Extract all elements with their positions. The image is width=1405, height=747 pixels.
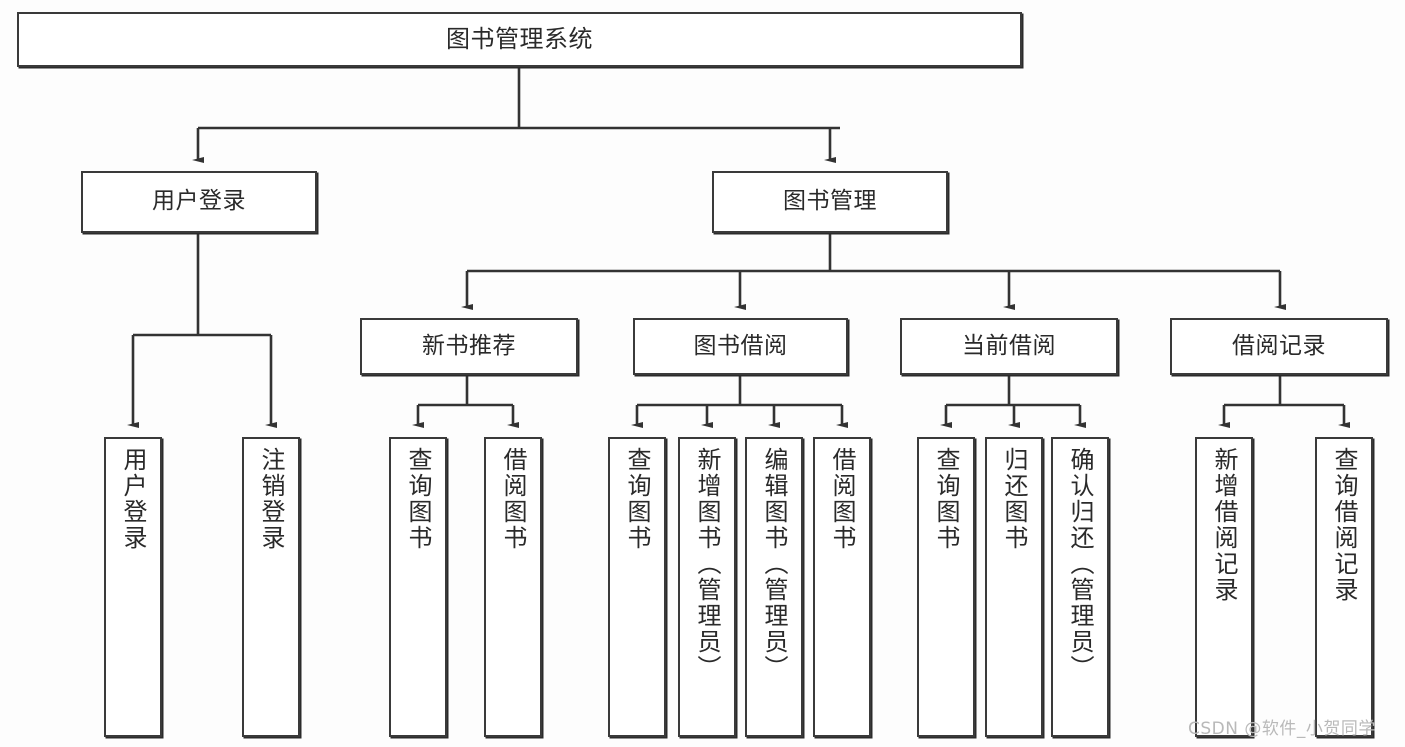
leaf-current-return-book[interactable]: 归还图书 <box>985 437 1043 737</box>
node-label: 查询借阅记录 <box>1330 447 1358 603</box>
node-label: 借阅图书 <box>499 447 527 551</box>
leaf-borrow-query-book[interactable]: 查询图书 <box>608 437 666 737</box>
node-label: 图书管理 <box>783 188 877 215</box>
leaf-user-login-login[interactable]: 用户登录 <box>104 437 162 737</box>
leaf-current-confirm-return-admin[interactable]: 确认归还（管理员） <box>1051 437 1109 737</box>
node-book-borrow[interactable]: 图书借阅 <box>633 318 848 375</box>
node-user-login[interactable]: 用户登录 <box>81 171 317 233</box>
node-label: 新增借阅记录 <box>1210 447 1238 603</box>
node-label: 借阅图书 <box>828 447 856 551</box>
leaf-current-query-book[interactable]: 查询图书 <box>917 437 975 737</box>
node-label: 当前借阅 <box>962 332 1056 359</box>
leaf-recommend-query-book[interactable]: 查询图书 <box>389 437 447 737</box>
node-label: 查询图书 <box>404 447 432 551</box>
node-label: 图书借阅 <box>693 332 788 359</box>
leaf-record-add-borrow-record[interactable]: 新增借阅记录 <box>1195 437 1253 737</box>
leaf-borrow-add-book-admin[interactable]: 新增图书（管理员） <box>678 437 736 737</box>
node-label: 归还图书 <box>1000 447 1028 551</box>
leaf-user-login-logout[interactable]: 注销登录 <box>242 437 300 737</box>
node-label: 用户登录 <box>152 188 246 215</box>
node-root-system[interactable]: 图书管理系统 <box>17 12 1022 67</box>
node-borrow-record[interactable]: 借阅记录 <box>1170 318 1388 375</box>
node-label: 新书推荐 <box>422 332 516 359</box>
node-label: 确认归还（管理员） <box>1066 447 1094 681</box>
node-label: 借阅记录 <box>1232 332 1326 359</box>
node-label: 编辑图书（管理员） <box>760 447 788 681</box>
leaf-recommend-borrow-book[interactable]: 借阅图书 <box>484 437 542 737</box>
node-new-book-recommend[interactable]: 新书推荐 <box>360 318 578 375</box>
csdn-watermark: CSDN @软件_小贺同学 <box>1188 719 1376 739</box>
node-label: 查询图书 <box>623 447 651 551</box>
leaf-record-query-borrow-record[interactable]: 查询借阅记录 <box>1315 437 1373 737</box>
node-label: 查询图书 <box>932 447 960 551</box>
node-label: 图书管理系统 <box>446 25 593 54</box>
node-label: 注销登录 <box>257 447 285 551</box>
node-current-borrow[interactable]: 当前借阅 <box>900 318 1118 375</box>
node-label: 新增图书（管理员） <box>693 447 721 681</box>
node-book-manage[interactable]: 图书管理 <box>712 171 948 233</box>
node-label: 用户登录 <box>119 447 147 551</box>
leaf-borrow-borrow-book[interactable]: 借阅图书 <box>813 437 871 737</box>
leaf-borrow-edit-book-admin[interactable]: 编辑图书（管理员） <box>745 437 803 737</box>
